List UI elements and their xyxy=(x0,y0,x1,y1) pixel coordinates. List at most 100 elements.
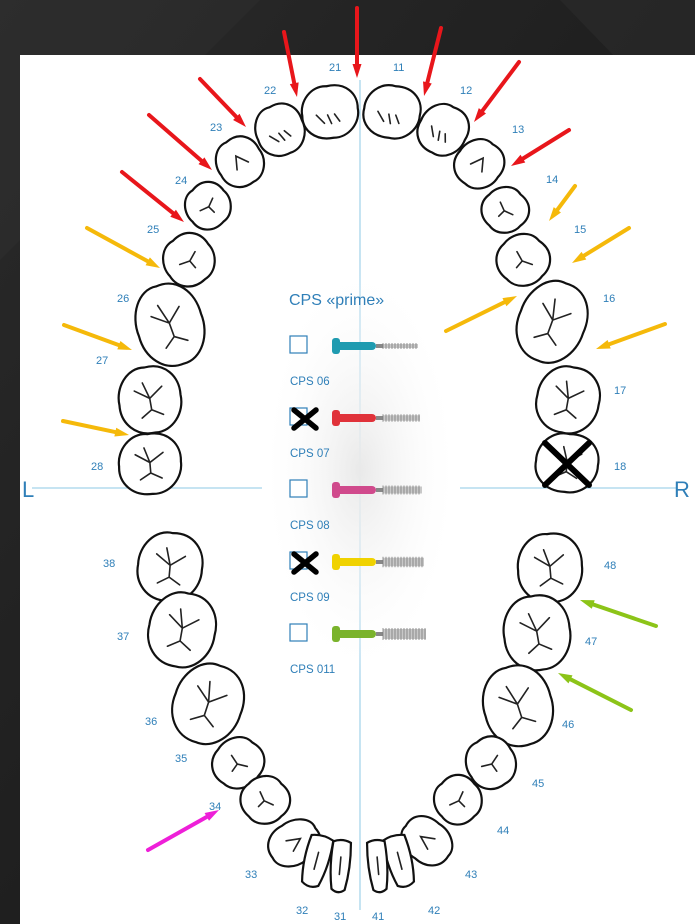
tooth-36[interactable] xyxy=(163,655,253,753)
product-row-5[interactable]: CPS 011 xyxy=(289,623,426,676)
tooth-44[interactable] xyxy=(425,767,491,833)
tooth-fissure xyxy=(338,856,342,876)
tooth-number-33: 33 xyxy=(245,869,257,881)
tooth-fissure xyxy=(234,154,250,171)
yellow-arrow-14 xyxy=(549,184,577,221)
tooth-42[interactable] xyxy=(381,833,418,890)
tooth-outline xyxy=(416,102,470,157)
tooth-48[interactable] xyxy=(515,531,585,605)
tooth-fissure xyxy=(133,382,165,419)
tooth-outline xyxy=(300,84,360,140)
tooth-number-12: 12 xyxy=(460,85,472,97)
tooth-21[interactable] xyxy=(298,82,361,142)
product-label: CPS 09 xyxy=(290,592,330,604)
tooth-13[interactable] xyxy=(446,131,512,198)
tooth-number-16: 16 xyxy=(603,293,615,305)
red-arrow-24 xyxy=(147,113,212,170)
red-arrow-21 xyxy=(352,6,362,78)
brush-icon xyxy=(332,410,420,426)
tooth-14[interactable] xyxy=(474,178,537,241)
tooth-number-26: 26 xyxy=(117,293,129,305)
tooth-number-18: 18 xyxy=(614,461,626,473)
tooth-outline xyxy=(254,102,306,157)
tooth-fissure xyxy=(189,680,228,728)
yellow-arrow-15 xyxy=(572,226,631,263)
tooth-25[interactable] xyxy=(153,224,224,295)
tooth-fissure xyxy=(178,250,197,269)
product-label: CPS 06 xyxy=(290,376,330,388)
tooth-outline xyxy=(495,232,552,287)
tooth-outline xyxy=(211,736,266,790)
tooth-number-44: 44 xyxy=(497,825,509,837)
tooth-outline xyxy=(183,180,232,231)
tooth-number-13: 13 xyxy=(512,124,524,136)
magenta-arrow-34 xyxy=(146,810,219,852)
tooth-outline xyxy=(480,185,531,234)
tooth-outline xyxy=(453,138,506,190)
tooth-fissure xyxy=(377,110,400,125)
product-row-3[interactable]: CPS 08 xyxy=(289,479,422,532)
tooth-number-28: 28 xyxy=(91,461,103,473)
brush-selection-panel: CPS «prime» CPS 06 CPS 07 CPS 08 CPS 09 CPS 0… xyxy=(289,292,426,676)
product-checkbox[interactable] xyxy=(289,479,308,498)
tooth-fissure xyxy=(480,754,499,772)
brush-icon xyxy=(332,626,426,642)
tooth-fissure xyxy=(313,851,320,871)
product-checkbox[interactable] xyxy=(289,623,308,642)
tooth-22[interactable] xyxy=(247,97,312,163)
tooth-11[interactable] xyxy=(360,82,423,142)
tooth-23[interactable] xyxy=(207,129,273,196)
product-row-1[interactable]: CPS 06 xyxy=(289,335,418,388)
left-side-label: L xyxy=(22,477,34,502)
panel-shadow xyxy=(260,260,460,680)
red-arrow-12 xyxy=(474,60,521,122)
tooth-fissure xyxy=(498,685,537,730)
green-arrow-46 xyxy=(558,673,633,712)
product-row-4[interactable]: CPS 09 xyxy=(289,551,424,604)
cross-mark-18 xyxy=(542,440,592,488)
product-label: CPS 011 xyxy=(290,664,335,676)
tooth-31[interactable] xyxy=(328,838,353,894)
tooth-32[interactable] xyxy=(298,833,335,890)
tooth-number-46: 46 xyxy=(562,719,574,731)
tooth-38[interactable] xyxy=(135,530,205,604)
tooth-41[interactable] xyxy=(365,838,390,894)
tooth-number-25: 25 xyxy=(147,224,159,236)
product-checkbox[interactable] xyxy=(289,335,308,354)
tooth-15[interactable] xyxy=(487,224,558,295)
tooth-fissure xyxy=(166,608,200,652)
tooth-47[interactable] xyxy=(498,590,576,675)
tooth-12[interactable] xyxy=(410,97,475,163)
tooth-35[interactable] xyxy=(204,728,273,797)
yellow-arrow-27 xyxy=(62,323,132,350)
tooth-fissure xyxy=(449,791,466,808)
red-arrow-25 xyxy=(120,170,184,222)
tooth-17[interactable] xyxy=(532,362,605,438)
tooth-26[interactable] xyxy=(125,275,216,375)
tooth-number-45: 45 xyxy=(532,778,544,790)
tooth-number-14: 14 xyxy=(546,174,558,186)
tooth-45[interactable] xyxy=(457,728,526,797)
tooth-outline xyxy=(432,773,483,826)
yellow-arrow-16 xyxy=(444,296,517,333)
tooth-28[interactable] xyxy=(116,431,183,497)
yellow-arrow-28 xyxy=(61,419,129,437)
tooth-number-31: 31 xyxy=(334,911,346,923)
tooth-fissure xyxy=(268,129,292,143)
red-arrow-11 xyxy=(423,26,443,96)
tooth-outline xyxy=(214,135,266,189)
tooth-fissure xyxy=(150,304,189,350)
tooth-16[interactable] xyxy=(507,272,598,372)
tooth-34[interactable] xyxy=(232,767,298,833)
tooth-number-41: 41 xyxy=(372,911,384,923)
tooth-46[interactable] xyxy=(473,657,563,755)
tooth-27[interactable] xyxy=(113,362,186,438)
tooth-fissure xyxy=(497,201,514,218)
tooth-fissure xyxy=(199,197,216,214)
tooth-number-36: 36 xyxy=(145,716,157,728)
tooth-24[interactable] xyxy=(176,174,239,237)
tooth-37[interactable] xyxy=(143,587,221,672)
product-row-2[interactable]: CPS 07 xyxy=(289,407,420,460)
panel-title: CPS «prime» xyxy=(289,292,384,309)
